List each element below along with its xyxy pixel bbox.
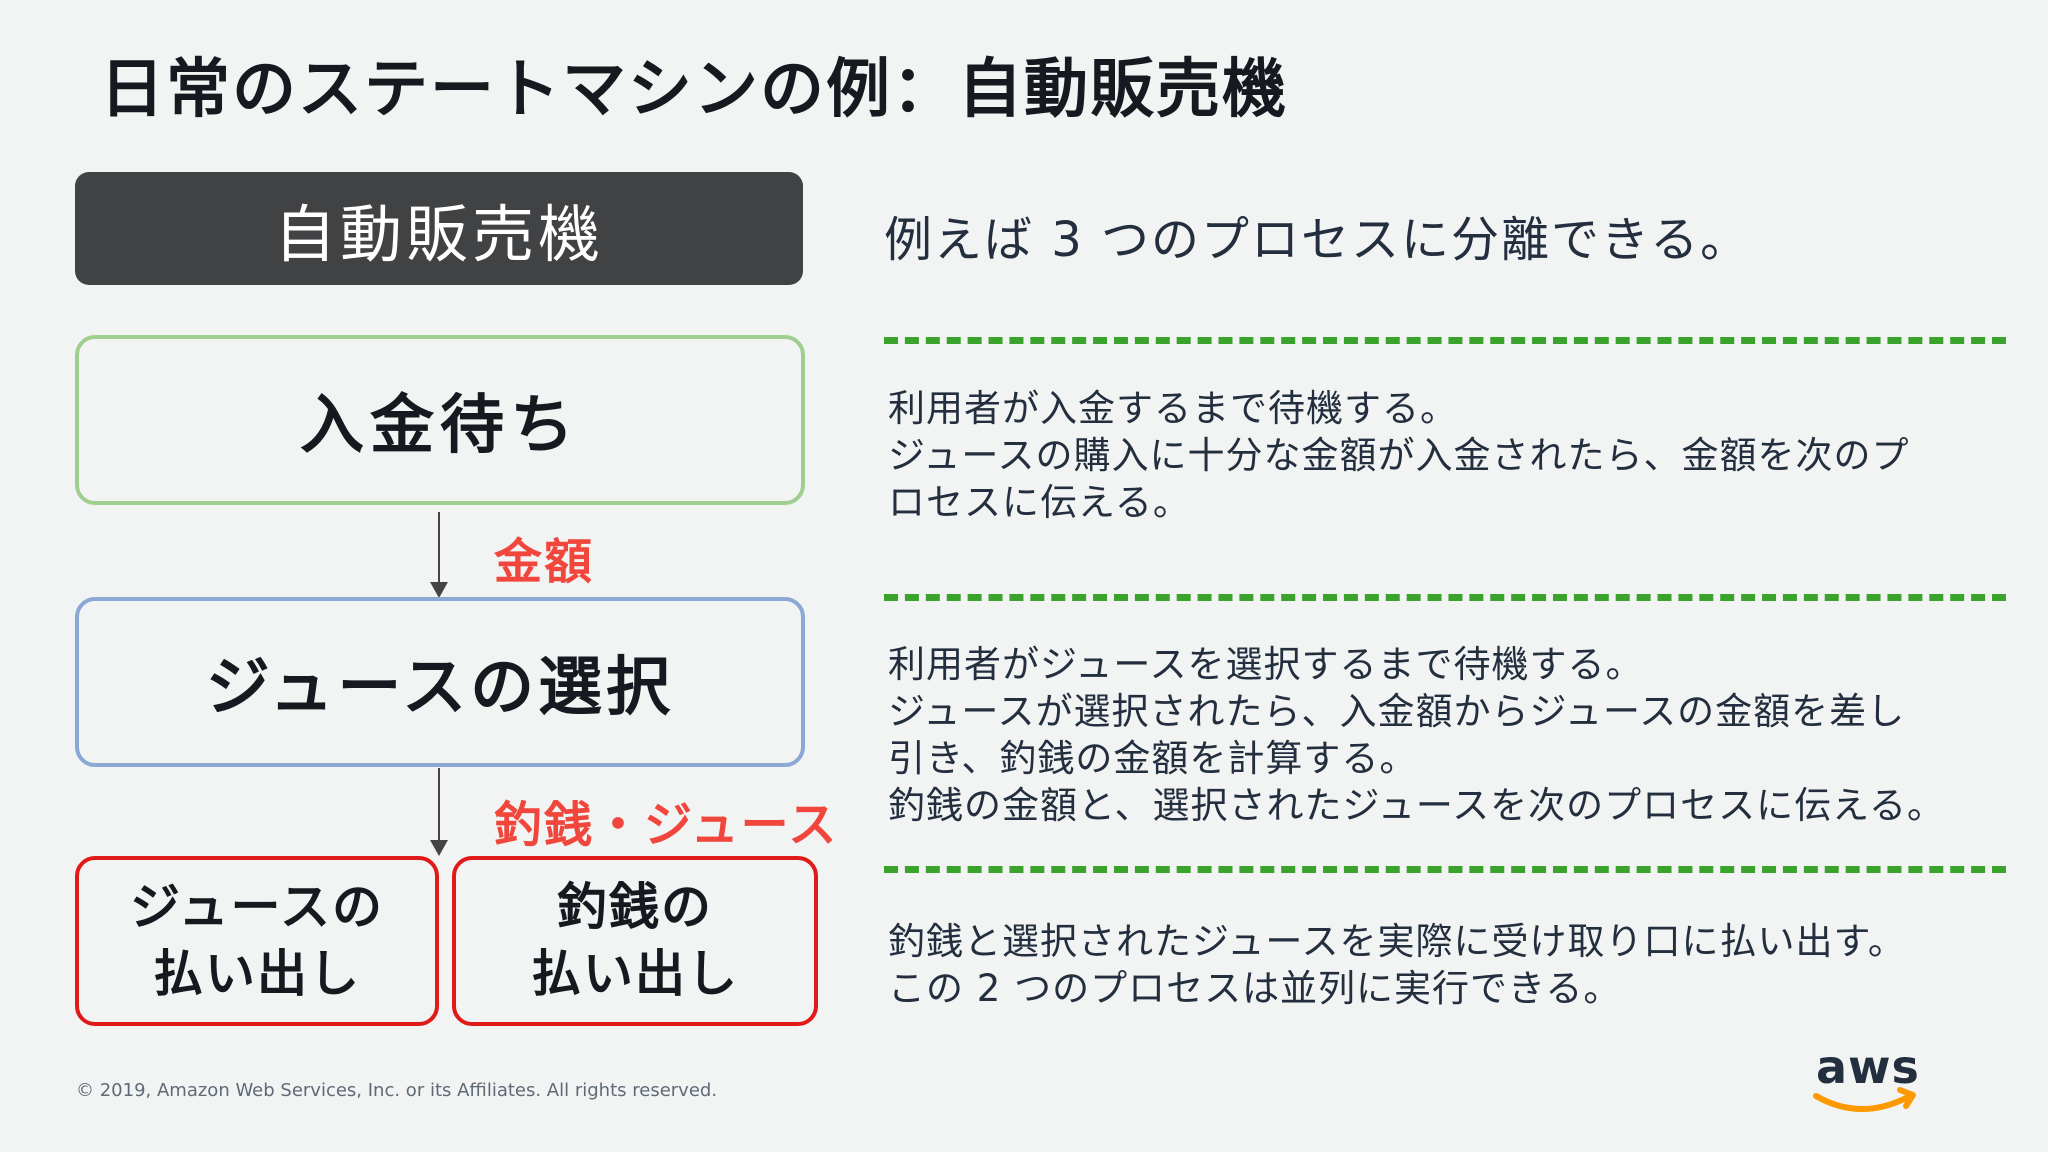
copyright-notice: © 2019, Amazon Web Services, Inc. or its…: [76, 1080, 718, 1101]
divider-line: [884, 337, 2006, 344]
description-line: 釣銭と選択されたジュースを実際に受け取り口に払い出す。: [888, 920, 1906, 963]
description-line: ジュースが選択されたら、入金額からジュースの金額を差し: [888, 690, 1906, 733]
aws-logo-text: aws: [1816, 1040, 1920, 1094]
aws-logo-icon: aws: [1806, 1040, 1926, 1116]
transition-label-change-juice: 釣銭・ジュース: [494, 797, 839, 853]
transition-label-amount: 金額: [494, 534, 595, 590]
state-dispense-juice-label: ジュースの 払い出し: [130, 877, 384, 1004]
state-dispense-change: 釣銭の 払い出し: [452, 856, 818, 1026]
divider-line: [884, 594, 2006, 601]
arrow-selection-to-dispense: [430, 768, 448, 856]
description-line: ジュースの購入に十分な金額が入金されたら、金額を次のプ: [888, 434, 1910, 477]
vending-machine-header: 自動販売機: [75, 172, 803, 285]
divider-line: [884, 866, 2006, 873]
description-line: 釣銭の金額と、選択されたジュースを次のプロセスに伝える。: [888, 784, 1945, 827]
description-line: 引き、釣銭の金額を計算する。: [888, 737, 1418, 780]
description-juice-selection: 利用者がジュースを選択するまで待機する。 ジュースが選択されたら、入金額からジュ…: [888, 641, 2028, 829]
slide-title: 日常のステートマシンの例：自動販売機: [100, 53, 1288, 127]
description-dispense: 釣銭と選択されたジュースを実際に受け取り口に払い出す。 この 2 つのプロセスは…: [888, 918, 2028, 1012]
description-line: ロセスに伝える。: [888, 481, 1191, 524]
description-line: この 2 つのプロセスは並列に実行できる。: [888, 967, 1622, 1010]
description-waiting-payment: 利用者が入金するまで待機する。 ジュースの購入に十分な金額が入金されたら、金額を…: [888, 385, 2028, 526]
description-line: 利用者がジュースを選択するまで待機する。: [888, 643, 1644, 686]
state-waiting-payment: 入金待ち: [75, 335, 805, 505]
state-juice-selection-label: ジュースの選択: [205, 651, 675, 725]
arrow-payment-to-selection: [430, 512, 448, 598]
state-waiting-payment-label: 入金待ち: [300, 389, 580, 463]
intro-text: 例えば 3 つのプロセスに分離できる。: [884, 212, 1751, 268]
description-line: 利用者が入金するまで待機する。: [888, 387, 1458, 430]
state-dispense-change-label: 釣銭の 払い出し: [531, 877, 739, 1004]
aws-smile-icon: [1813, 1087, 1916, 1112]
state-dispense-juice: ジュースの 払い出し: [75, 856, 439, 1026]
state-juice-selection: ジュースの選択: [75, 597, 805, 767]
